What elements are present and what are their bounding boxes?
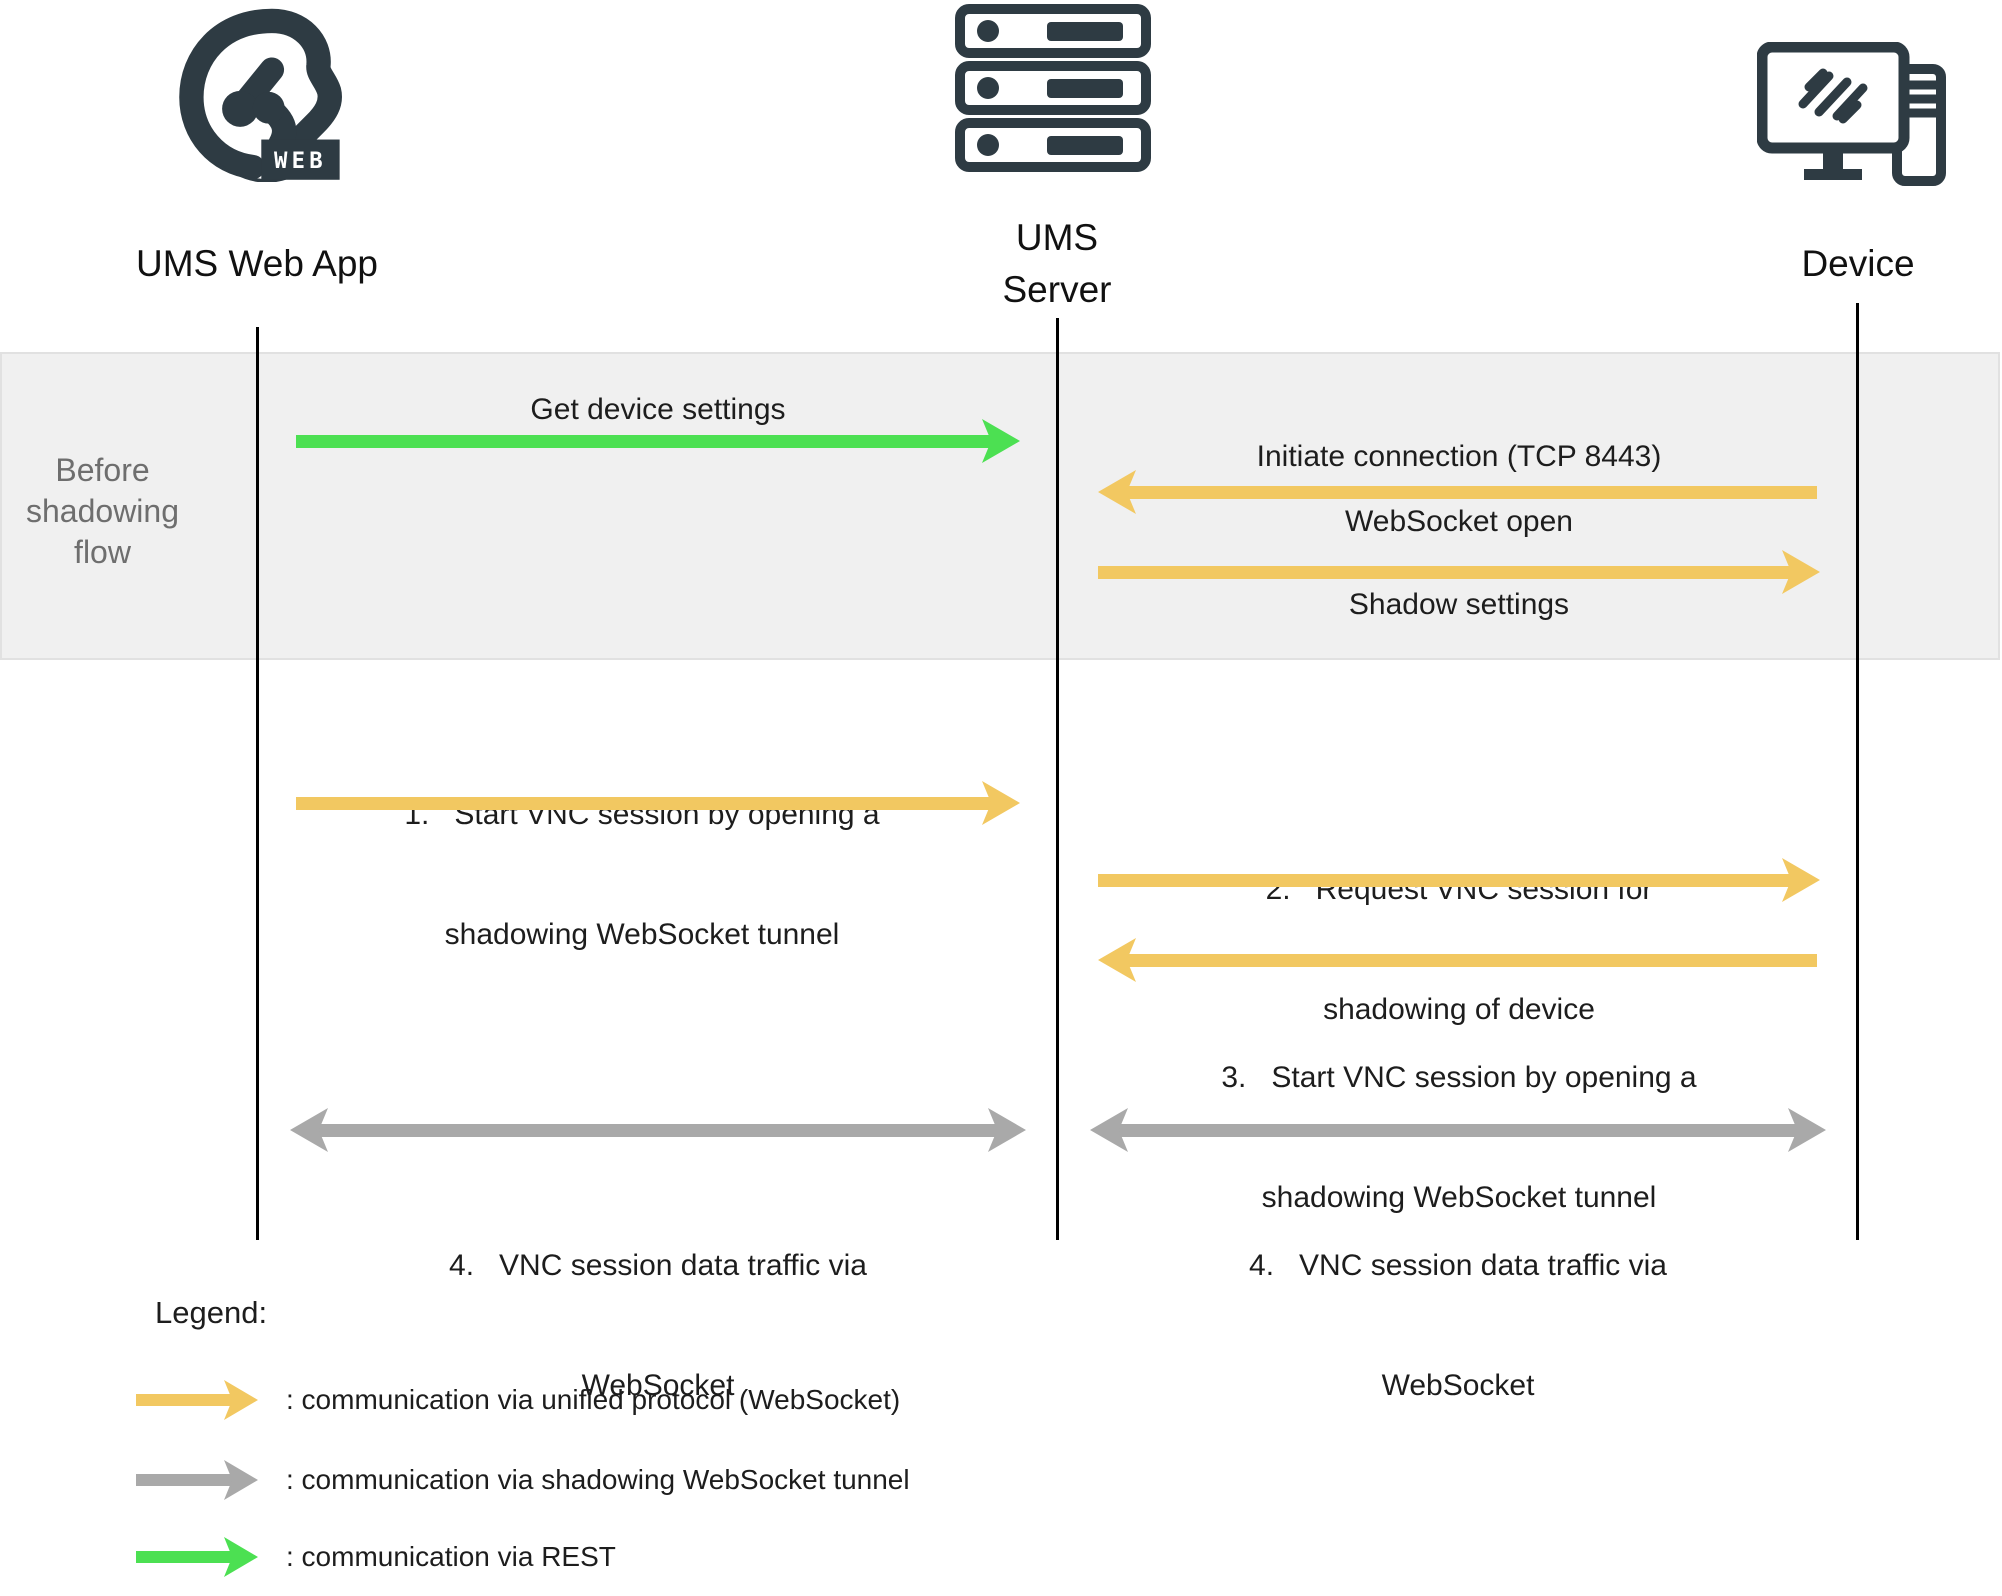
lifeline-ums-web-app [256,327,259,1240]
ums-web-logo-icon: WEB [166,6,346,182]
legend-item-shadowing-tunnel: : communication via shadowing WebSocket … [136,1458,910,1502]
arrow-bar [1113,1123,1803,1137]
actor-label-ums-web-app: UMS Web App [136,243,378,284]
msg-step3-line2: shadowing WebSocket tunnel [1261,1181,1657,1214]
ums-web-logo-svg: WEB [179,8,342,182]
arrow-bar [136,1551,237,1563]
actor-label-ums: UMS [1015,217,1099,258]
msg-websocket-open: WebSocket open [1345,505,1573,538]
legend-gray-arrow-icon [136,1460,258,1500]
arrow-bar [1121,953,1817,967]
msg-step1-line2: shadowing WebSocket tunnel [444,918,840,951]
band-label-line3: flow [74,534,131,570]
server-rack-svg [955,4,1151,172]
web-badge [261,139,340,180]
arrow-bar [136,1394,237,1406]
arrow-step2 [1098,858,1820,902]
arrow-step1 [296,781,1020,825]
device-monitor-svg [1757,42,1946,186]
legend-title: Legend: [155,1295,268,1330]
msg-initiate-connection: Initiate connection (TCP 8443) [1256,440,1662,473]
legend-yellow-arrow-icon [136,1380,258,1420]
msg-step4-right-line1: 4. VNC session data traffic via [1249,1249,1667,1282]
msg-step4-left: 4. VNC session data traffic via WebSocke… [290,1166,1026,1486]
arrow-bar [313,1123,1003,1137]
arrow-get-device-settings [296,419,1020,463]
arrow-initiate-connection [1098,470,1817,514]
legend-text-unified-protocol: : communication via unified protocol (We… [286,1384,901,1415]
server-rack-icon [955,4,1151,172]
arrow-bar [296,434,997,448]
legend-green-arrow-icon [136,1537,258,1577]
igel-mark-icon [1798,68,1868,124]
web-badge-text: WEB [274,148,327,174]
msg-step4-right: 4. VNC session data traffic via WebSocke… [1090,1166,1826,1486]
msg-step1: 1. Start VNC session by opening a shadow… [280,715,1004,1035]
msg-step3: 3. Start VNC session by opening a shadow… [1098,978,1820,1298]
legend-item-rest: : communication via REST [136,1535,616,1579]
legend-text-rest: : communication via REST [286,1541,616,1572]
arrow-step3 [1098,938,1817,982]
msg-step4-left-line2: WebSocket [581,1369,735,1402]
legend-item-unified-protocol: : communication via unified protocol (We… [136,1378,900,1422]
actor-label-ums-server: UMS Server [907,212,1207,316]
band-label-line1: Before [55,452,150,488]
device-monitor-icon [1757,42,1949,188]
lifeline-ums-server [1056,318,1059,1240]
msg-step4-left-line1: 4. VNC session data traffic via [449,1249,867,1282]
legend-text-shadowing-tunnel: : communication via shadowing WebSocket … [286,1464,910,1495]
arrow-bar [1098,873,1797,887]
arrow-step4-webapp-server [290,1108,1026,1152]
msg-step3-line1: 3. Start VNC session by opening a [1221,1061,1697,1094]
msg-step4-right-line2: WebSocket [1381,1369,1535,1402]
arrow-bar [296,796,997,810]
msg-shadow-settings: Shadow settings [1348,588,1570,621]
before-shadowing-label: Before shadowing flow [0,450,205,573]
arrow-websocket-open [1098,550,1820,594]
actor-label-server: Server [1002,269,1112,310]
before-shadowing-band [0,352,2000,660]
arrow-bar [136,1474,237,1486]
lifeline-device [1856,303,1859,1240]
band-label-line2: shadowing [26,493,179,529]
arrow-bar [1098,565,1797,579]
msg-get-device-settings: Get device settings [530,393,786,426]
msg-step2-line2: shadowing of device [1323,993,1595,1026]
arrow-bar [1121,485,1817,499]
actor-label-device: Device [1801,243,1915,284]
arrow-step4-server-device [1090,1108,1826,1152]
